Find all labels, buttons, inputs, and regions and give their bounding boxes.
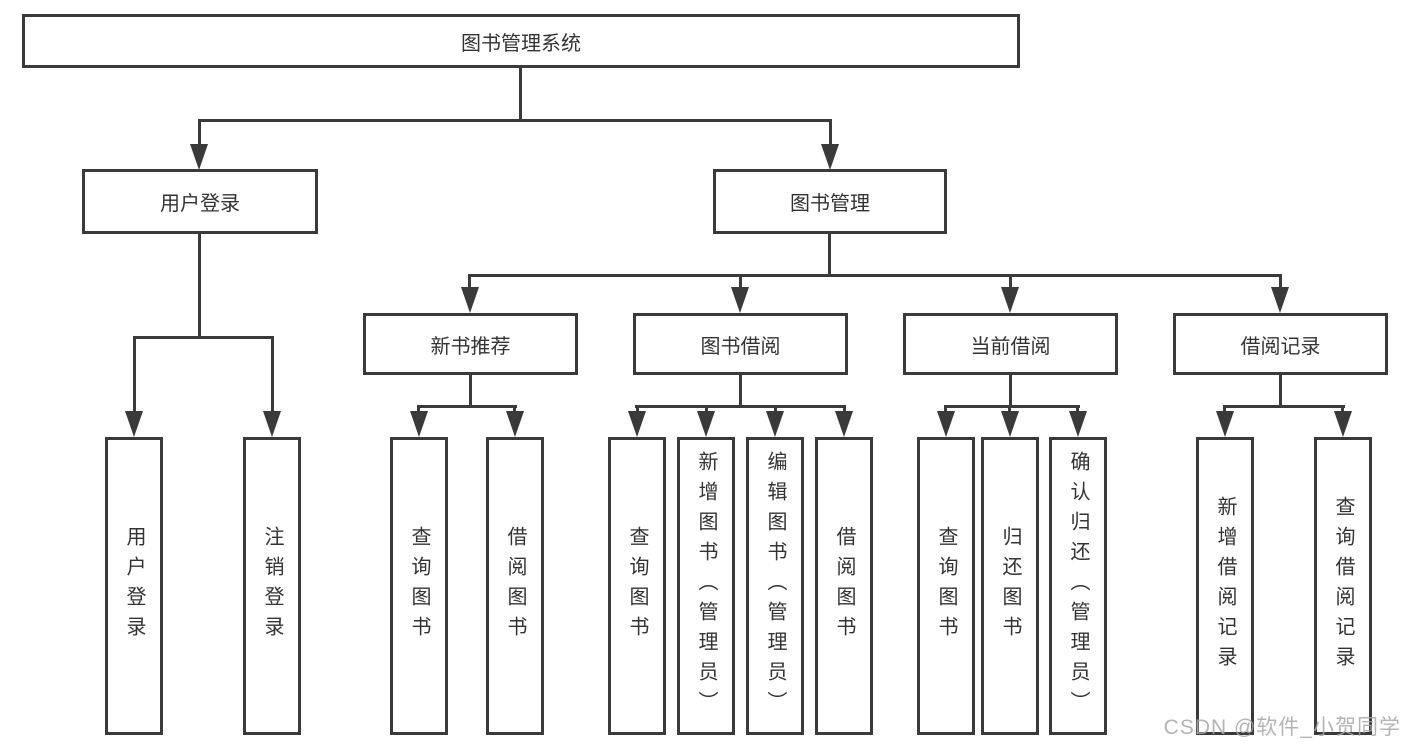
leaf-edit-book-admin-label: 编辑图书（管理员） xyxy=(764,451,786,721)
arrowhead-down-icon xyxy=(697,411,715,437)
leaf-borrow-books-recommend-label: 借阅图书 xyxy=(504,526,526,646)
node-user-login-label: 用户登录 xyxy=(160,193,240,215)
connector-vline xyxy=(843,405,846,414)
connector-vline xyxy=(1279,274,1282,290)
connector-hline xyxy=(1223,405,1345,408)
leaf-add-borrow-record: 新增借阅记录 xyxy=(1196,437,1254,735)
arrowhead-down-icon xyxy=(461,287,479,313)
connector-vline xyxy=(1076,405,1079,414)
node-new-book-recommend-label: 新书推荐 xyxy=(430,335,511,358)
leaf-confirm-return-admin-label: 确认归还（管理员） xyxy=(1067,451,1089,721)
leaf-return-books: 归还图书 xyxy=(981,437,1039,735)
connector-vline xyxy=(1341,405,1344,414)
connector-hline xyxy=(468,274,1282,277)
connector-vline xyxy=(468,274,471,290)
node-root: 图书管理系统 xyxy=(22,14,1020,68)
arrowhead-down-icon xyxy=(821,144,839,170)
leaf-query-borrow-record-label: 查询借阅记录 xyxy=(1332,496,1354,676)
node-current-borrow-label: 当前借阅 xyxy=(970,335,1051,358)
leaf-borrow-books-recommend: 借阅图书 xyxy=(486,437,544,735)
connector-vline xyxy=(133,336,136,413)
arrowhead-down-icon xyxy=(1001,411,1019,437)
connector-vline xyxy=(829,119,832,146)
node-borrow-records-label: 借阅记录 xyxy=(1240,335,1321,358)
connector-vline xyxy=(828,234,831,277)
connector-hline xyxy=(635,405,846,408)
node-borrow-records: 借阅记录 xyxy=(1173,313,1388,375)
connector-vline xyxy=(739,375,742,407)
connector-hline xyxy=(198,119,832,122)
connector-vline xyxy=(1223,405,1226,414)
arrowhead-down-icon xyxy=(190,144,208,170)
connector-vline xyxy=(1008,405,1011,414)
arrowhead-down-icon xyxy=(1271,287,1289,313)
leaf-logout-label: 注销登录 xyxy=(261,526,283,646)
leaf-query-books-current-label: 查询图书 xyxy=(935,526,957,646)
arrowhead-down-icon xyxy=(1334,411,1352,437)
leaf-confirm-return-admin: 确认归还（管理员） xyxy=(1049,437,1107,735)
connector-vline xyxy=(1009,274,1012,290)
arrowhead-down-icon xyxy=(125,411,143,437)
leaf-query-borrow-record: 查询借阅记录 xyxy=(1314,437,1372,735)
leaf-query-books-recommend-label: 查询图书 xyxy=(408,526,430,646)
connector-vline xyxy=(198,234,201,339)
connector-vline xyxy=(739,274,742,290)
arrowhead-down-icon xyxy=(506,411,524,437)
connector-hline xyxy=(944,405,1080,408)
connector-vline xyxy=(636,405,639,414)
connector-vline xyxy=(705,405,708,414)
arrowhead-down-icon xyxy=(766,411,784,437)
node-root-label: 图书管理系统 xyxy=(461,32,581,55)
leaf-edit-book-admin: 编辑图书（管理员） xyxy=(746,437,804,735)
connector-vline xyxy=(417,405,420,414)
leaf-query-books-recommend: 查询图书 xyxy=(390,437,448,735)
arrowhead-down-icon xyxy=(628,411,646,437)
connector-vline xyxy=(774,405,777,414)
node-user-login: 用户登录 xyxy=(82,169,318,234)
connector-vline xyxy=(513,405,516,414)
connector-hline xyxy=(133,336,274,339)
arrowhead-down-icon xyxy=(1069,411,1087,437)
connector-vline xyxy=(944,405,947,414)
connector-hline xyxy=(417,405,517,408)
node-book-management: 图书管理 xyxy=(713,169,947,234)
leaf-user-login-label: 用户登录 xyxy=(123,526,145,646)
arrowhead-down-icon xyxy=(835,411,853,437)
arrowhead-down-icon xyxy=(263,411,281,437)
arrowhead-down-icon xyxy=(410,411,428,437)
leaf-add-borrow-record-label: 新增借阅记录 xyxy=(1214,496,1236,676)
arrowhead-down-icon xyxy=(937,411,955,437)
leaf-add-book-admin-label: 新增图书（管理员） xyxy=(695,451,717,721)
arrowhead-down-icon xyxy=(1216,411,1234,437)
connector-vline xyxy=(271,336,274,413)
arrowhead-down-icon xyxy=(731,287,749,313)
leaf-logout: 注销登录 xyxy=(243,437,301,735)
node-book-borrow: 图书借阅 xyxy=(633,313,848,375)
connector-vline xyxy=(198,119,201,146)
node-new-book-recommend: 新书推荐 xyxy=(363,313,578,375)
connector-vline xyxy=(1009,375,1012,407)
arrowhead-down-icon xyxy=(1001,287,1019,313)
connector-vline xyxy=(1279,375,1282,407)
leaf-borrow-books: 借阅图书 xyxy=(815,437,873,735)
node-current-borrow: 当前借阅 xyxy=(903,313,1118,375)
leaf-query-books-current: 查询图书 xyxy=(917,437,975,735)
connector-vline xyxy=(469,375,472,407)
node-book-borrow-label: 图书借阅 xyxy=(700,335,781,358)
leaf-query-books-borrow: 查询图书 xyxy=(608,437,666,735)
leaf-return-books-label: 归还图书 xyxy=(999,526,1021,646)
connector-vline xyxy=(519,68,522,122)
leaf-add-book-admin: 新增图书（管理员） xyxy=(677,437,735,735)
node-book-management-label: 图书管理 xyxy=(790,193,870,215)
leaf-query-books-borrow-label: 查询图书 xyxy=(626,526,648,646)
leaf-borrow-books-label: 借阅图书 xyxy=(833,526,855,646)
csdn-watermark: CSDN @软件_小贺同学 xyxy=(1163,716,1401,739)
leaf-user-login: 用户登录 xyxy=(105,437,163,735)
